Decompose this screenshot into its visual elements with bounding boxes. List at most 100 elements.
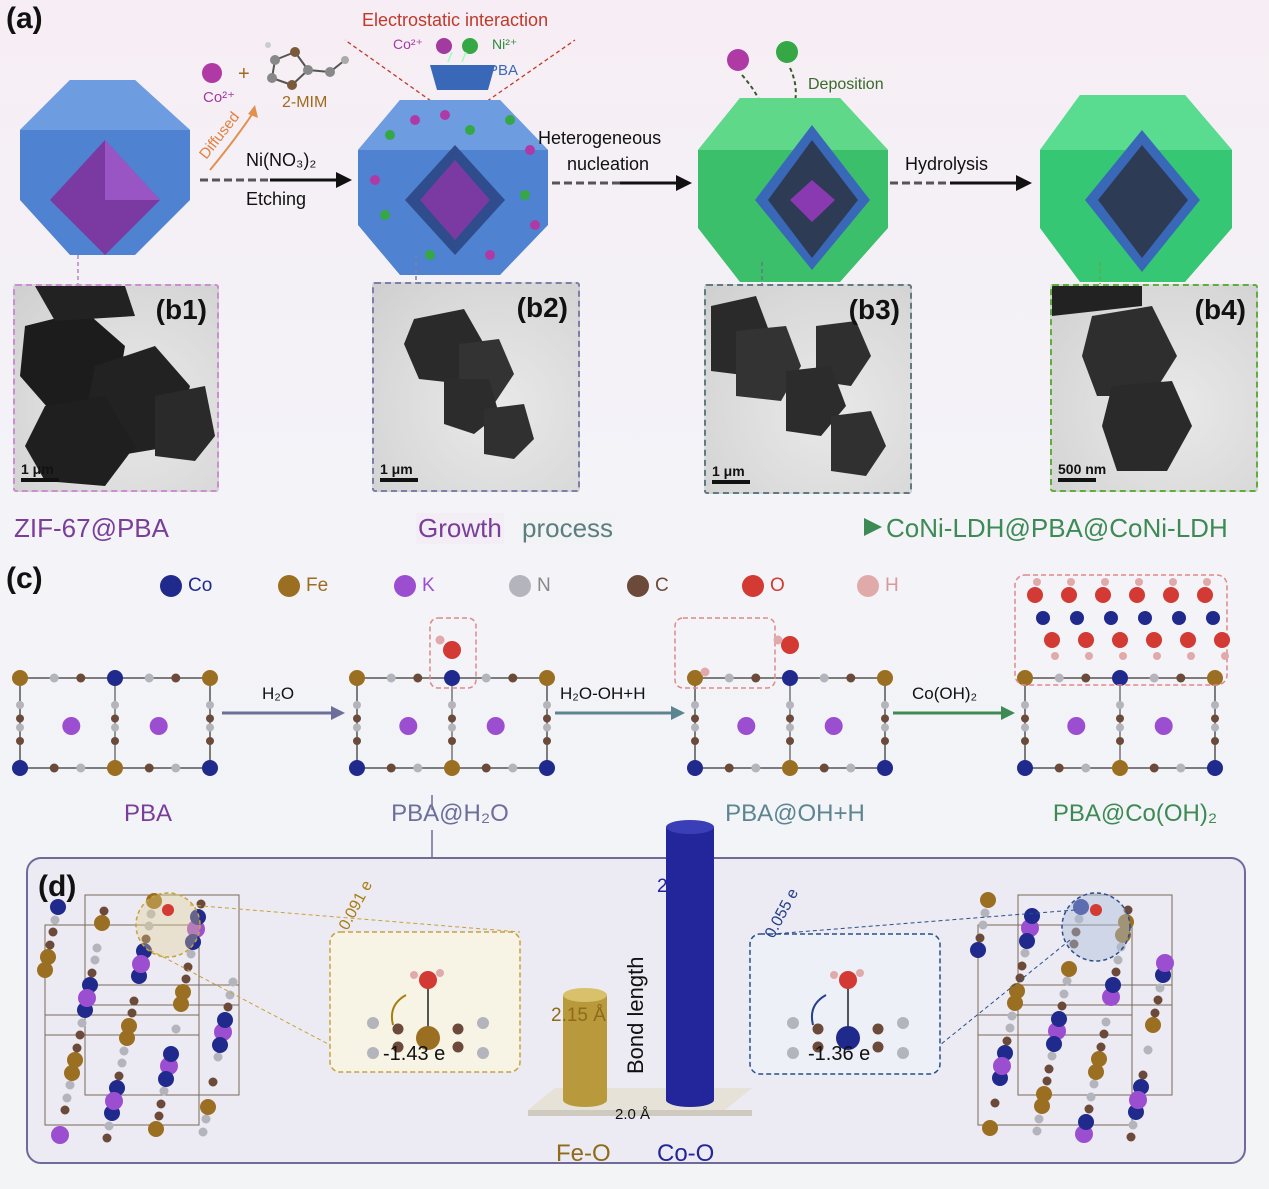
legend-o: O (742, 575, 785, 597)
atom-n (104, 1121, 114, 1131)
zoom-circle-fe (135, 892, 201, 958)
reaction-arrowhead (671, 706, 685, 720)
atom-h (856, 969, 864, 977)
atom-c (1150, 1008, 1160, 1018)
atom-fe (1017, 670, 1033, 686)
charge-arrow (810, 994, 827, 1026)
atom-fe (1036, 1086, 1052, 1102)
atom-vertical (691, 701, 699, 709)
stage-pba-h2o: PBA@H₂O (391, 800, 509, 827)
atom-vertical (881, 714, 889, 723)
atom-vertical (448, 701, 456, 709)
atom-o (1078, 632, 1094, 648)
atom-n (1113, 955, 1123, 965)
atom-h (1033, 578, 1041, 586)
atom-edge (49, 763, 59, 773)
step3-label: Hydrolysis (905, 154, 989, 174)
atom-n (897, 1017, 909, 1029)
atom-n (980, 908, 990, 918)
atom-co (158, 1071, 174, 1087)
atom-vertical (448, 723, 456, 732)
atom-co (877, 760, 893, 776)
cube-edge (44, 1014, 200, 1126)
atom-n (159, 1086, 169, 1096)
bar-co-label: Co-O (657, 1140, 715, 1167)
atom-c (114, 1071, 124, 1081)
zoom-line (149, 949, 331, 1046)
atom-vertical (1021, 714, 1029, 723)
atom-n (367, 1047, 379, 1059)
atom-vertical (786, 701, 794, 709)
scalebar-b1: 1 μm (21, 461, 59, 482)
growth-mid1: Growth (416, 513, 504, 544)
atom-co (687, 760, 703, 776)
atom-c (60, 1105, 70, 1115)
atom-c (1123, 905, 1133, 915)
atom-h (1101, 578, 1109, 586)
atom-c (452, 1023, 464, 1035)
atom-co (349, 760, 365, 776)
panel-label-c: (c) (6, 562, 43, 595)
atom-vertical (1021, 737, 1029, 745)
atom-edge (76, 763, 86, 773)
deposition-label: Deposition (808, 76, 884, 93)
atom-vertical (691, 714, 699, 723)
atom-n (1034, 1114, 1044, 1124)
atom-k (149, 717, 168, 735)
atom-o (1180, 632, 1196, 648)
atom-edge (724, 763, 734, 773)
atom-co (1078, 1114, 1094, 1130)
atom-o (1112, 632, 1128, 648)
atom-c (99, 906, 109, 916)
bar-fe-o (563, 995, 607, 1100)
zoom-box-co (749, 933, 941, 1075)
step2-top: Heterogeneous (538, 128, 662, 148)
atom-fe (40, 949, 56, 965)
atom-c (812, 1041, 824, 1053)
atom-h (1051, 652, 1059, 660)
atom-c (181, 974, 191, 984)
atom-edge (481, 673, 491, 683)
growth-start: ZIF-67@PBA (14, 513, 169, 543)
atom-fe (980, 892, 996, 908)
atom-o (1163, 587, 1179, 603)
atom-co (185, 934, 201, 950)
atom-o (1044, 632, 1060, 648)
atom-k (824, 717, 843, 735)
atom-co (1207, 760, 1223, 776)
atom-fe (539, 670, 555, 686)
atom-vertical (1211, 737, 1219, 745)
atom-vertical (353, 737, 361, 745)
bar-co-value: 2.39 Å (657, 876, 712, 897)
atom-fe (349, 670, 365, 686)
crystal-zif67-pba (20, 80, 190, 255)
scalebar-b3: 1 μm (712, 463, 750, 484)
atom-vertical (111, 714, 119, 723)
atom-n (119, 1046, 129, 1056)
atom-h (1203, 578, 1211, 586)
atom-o (443, 641, 461, 659)
atom-vertical (1116, 714, 1124, 723)
co-ion-label: Co²⁺ (393, 36, 423, 52)
atom-fe (107, 760, 123, 776)
atom-vertical (1116, 723, 1124, 732)
atom-fe (12, 670, 28, 686)
atom-n (77, 1018, 87, 1028)
atom-n (477, 1047, 489, 1059)
atom-k (62, 717, 81, 735)
atom-h (1169, 578, 1177, 586)
atom-h (410, 971, 418, 979)
atom-n (1059, 989, 1069, 999)
tem-image-b3: (b3) 1 μm (704, 284, 912, 494)
atom-edge (1081, 763, 1091, 773)
atom-k (737, 717, 756, 735)
highlight-box (429, 617, 477, 689)
atom-co (1070, 611, 1084, 625)
atom-co (1036, 611, 1050, 625)
atom-co (1133, 1079, 1149, 1095)
atom-vertical (1211, 723, 1219, 732)
atom-n (1116, 942, 1126, 952)
atom-co (202, 760, 218, 776)
pba-label: PBA (488, 62, 519, 79)
atom-h (1067, 578, 1075, 586)
